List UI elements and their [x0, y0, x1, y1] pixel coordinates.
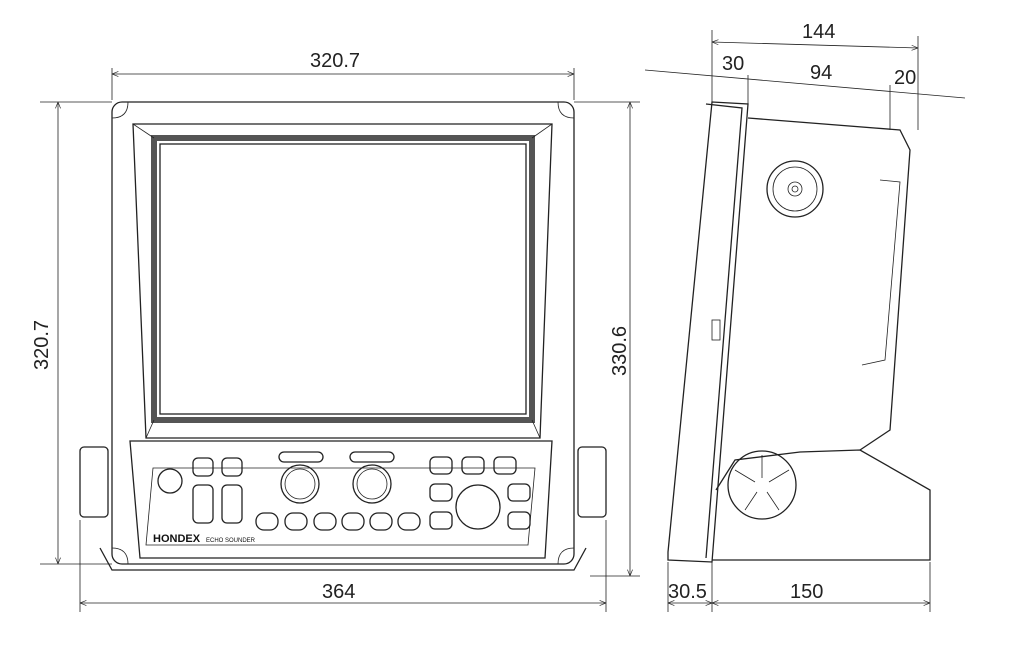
dim-base-depth: 150 — [790, 581, 823, 603]
dim-width-bottom: 364 — [322, 581, 355, 603]
dim-depth-rear: 20 — [894, 67, 916, 89]
side-view — [667, 101, 931, 563]
screen-bezel — [151, 135, 535, 423]
dim-base-front: 30.5 — [668, 581, 707, 603]
front-dimensions: 320.7 320.7 330.6 364 — [31, 50, 640, 612]
side-dimensions: 144 30 94 20 30.5 150 — [644, 21, 966, 612]
product-label: ECHO SOUNDER — [206, 538, 256, 544]
bracket-knob-left — [79, 446, 109, 518]
dim-height-right: 330.6 — [609, 326, 631, 376]
mount-knob-side — [766, 160, 824, 218]
dim-depth-total: 144 — [802, 21, 835, 43]
control-panel — [129, 440, 553, 559]
dim-depth-mid: 94 — [810, 62, 832, 84]
bracket-knob-right — [577, 446, 607, 518]
dim-depth-front: 30 — [722, 53, 744, 75]
dim-height-left: 320.7 — [31, 320, 53, 370]
panel-keys — [192, 451, 531, 531]
front-view: HONDEX ECHO SOUNDER — [79, 101, 607, 571]
bracket — [99, 547, 587, 571]
brand-logo: HONDEX — [153, 533, 201, 545]
display-screen — [159, 143, 527, 415]
dim-width-top: 320.7 — [310, 50, 360, 72]
bracket-knob-side — [727, 450, 797, 520]
